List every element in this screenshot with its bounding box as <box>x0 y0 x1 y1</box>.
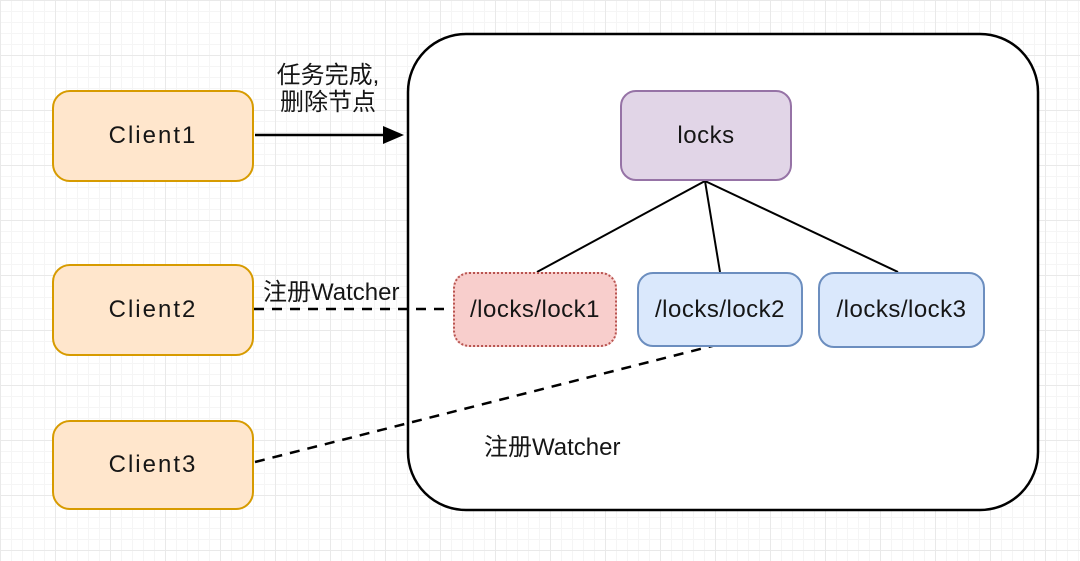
edge-label-task-complete-line2: 删除节点 <box>280 89 376 116</box>
edge-locks-to-lock3 <box>704 180 899 273</box>
locks-root-node: locks <box>620 90 792 181</box>
edge-client3-watcher-dashed <box>254 343 717 464</box>
edge-label-register-watcher-client3: 注册Watcher <box>484 434 621 461</box>
edge-label-register-watcher-client2: 注册Watcher <box>263 279 400 306</box>
lock1-node: /locks/lock1 <box>453 272 617 347</box>
client1-node: Client1 <box>52 90 254 182</box>
edge-label-task-complete-line1: 任务完成, <box>276 62 380 89</box>
edge-client1-delete-arrowhead <box>383 126 404 144</box>
client2-node: Client2 <box>52 264 254 356</box>
edge-locks-to-lock2 <box>704 180 721 273</box>
client3-node: Client3 <box>52 420 254 510</box>
lock3-node: /locks/lock3 <box>818 272 985 348</box>
edge-locks-to-lock1 <box>536 180 706 273</box>
edge-label-task-complete: 任务完成, 删除节点 <box>250 62 406 116</box>
lock2-node: /locks/lock2 <box>637 272 803 347</box>
